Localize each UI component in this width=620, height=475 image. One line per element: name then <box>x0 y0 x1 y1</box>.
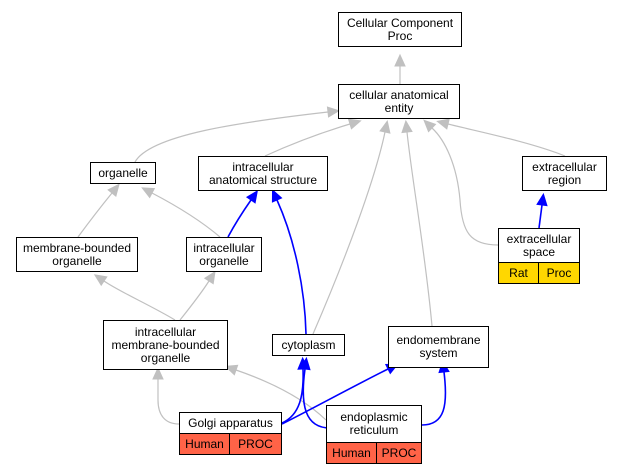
edge-is-a <box>431 127 499 246</box>
edge-arrowhead <box>245 189 258 204</box>
edge-arrowhead <box>401 119 413 134</box>
extracellular-space-tags: Rat Proc <box>498 262 580 284</box>
edge-is-a <box>406 131 433 327</box>
tag-proc: PROC <box>230 433 282 455</box>
edge-arrowhead <box>423 119 437 133</box>
edge-is-a <box>151 192 221 238</box>
node-organelle[interactable]: organelle <box>90 162 156 184</box>
edge-arrowhead <box>93 274 108 287</box>
endoplasmic-reticulum-tags: Human PROC <box>326 442 422 464</box>
edge-arrowhead <box>347 118 362 130</box>
golgi-apparatus-tags: Human PROC <box>179 433 282 455</box>
edge-arrowhead <box>299 356 311 371</box>
edge-arrowhead <box>271 188 283 203</box>
node-cytoplasm[interactable]: cytoplasm <box>272 334 345 356</box>
edge-is-a <box>134 111 329 163</box>
edge-is-a <box>235 369 327 421</box>
edge-arrowhead <box>107 183 120 198</box>
node-cellular-component-root[interactable]: Cellular Component Proc <box>338 12 462 47</box>
edge-arrowhead <box>203 270 216 285</box>
node-endoplasmic-reticulum[interactable]: endoplasmic reticulum <box>326 405 422 443</box>
node-endomembrane-system[interactable]: endomembrane system <box>388 326 489 368</box>
edge-is-a <box>77 192 113 238</box>
tag-human: Human <box>179 433 230 455</box>
edge-arrowhead <box>141 187 156 199</box>
node-extracellular-space[interactable]: extracellular space <box>498 228 580 263</box>
node-intracellular-membrane-bounded-organelle[interactable]: intracellular membrane-bounded organelle <box>103 320 228 370</box>
node-golgi-apparatus[interactable]: Golgi apparatus <box>179 412 282 434</box>
edge-part-of <box>227 199 252 238</box>
node-cellular-anatomical-entity[interactable]: cellular anatomical entity <box>338 84 460 119</box>
tag-rat: Rat <box>498 262 539 284</box>
tag-proc: PROC <box>377 442 422 464</box>
edge-part-of <box>538 204 543 229</box>
node-intracellular-organelle[interactable]: intracellular organelle <box>186 237 262 272</box>
edge-part-of <box>276 199 307 335</box>
tag-proc: Proc <box>539 262 580 284</box>
edge-part-of <box>281 368 389 425</box>
edge-arrowhead <box>152 366 164 380</box>
edge-is-a <box>179 280 210 321</box>
edge-part-of <box>421 371 447 426</box>
edge-arrowhead <box>394 53 406 67</box>
node-intracellular-anatomical-structure[interactable]: intracellular anatomical structure <box>198 156 328 191</box>
tag-human: Human <box>326 442 377 464</box>
node-extracellular-region[interactable]: extracellular region <box>522 156 607 191</box>
edge-arrowhead <box>224 364 239 376</box>
edge-arrowhead <box>536 192 548 207</box>
edge-is-a <box>103 280 176 321</box>
edge-part-of <box>281 368 304 424</box>
edge-is-a <box>447 123 566 157</box>
edge-arrowhead <box>379 120 391 134</box>
node-membrane-bounded-organelle[interactable]: membrane-bounded organelle <box>16 237 138 272</box>
edge-is-a <box>264 123 351 157</box>
edge-is-a <box>157 379 180 425</box>
edge-is-a <box>312 131 386 335</box>
edge-arrowhead <box>436 118 450 130</box>
edge-arrowhead <box>326 106 341 118</box>
